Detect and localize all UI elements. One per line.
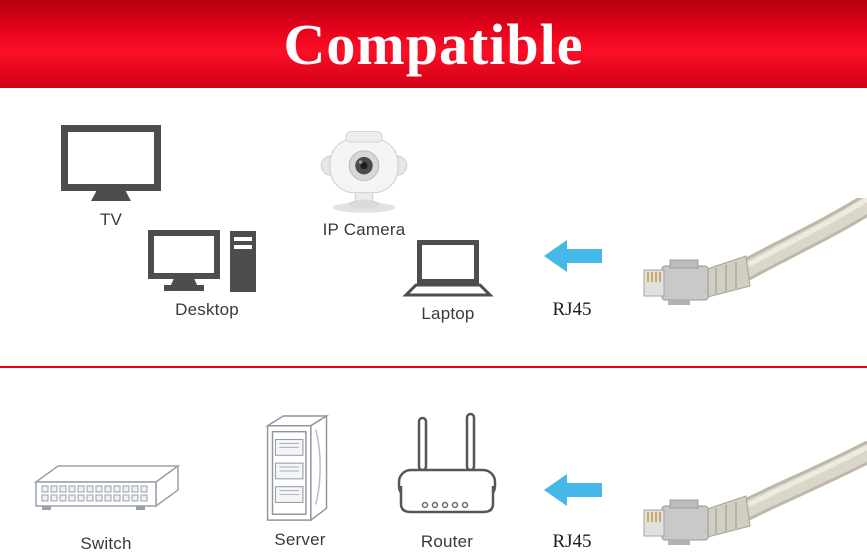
device-ip-camera: IP Camera	[300, 126, 428, 240]
left-arrow-icon	[544, 474, 602, 506]
desktop-icon	[148, 230, 256, 292]
rj45-connector	[643, 255, 751, 305]
left-arrow-shape	[544, 240, 602, 272]
device-label-tv: TV	[99, 210, 123, 229]
server-icon	[265, 414, 330, 522]
banner-title: Compatible	[283, 11, 584, 77]
device-label-ip-camera: IP Camera	[322, 220, 406, 239]
connector-label-top: RJ45	[552, 299, 592, 320]
device-label-laptop: Laptop	[421, 304, 475, 323]
connector-label-bottom: RJ45	[552, 531, 592, 552]
left-arrow-icon	[544, 240, 602, 272]
device-label-router: Router	[420, 532, 474, 551]
router-icon	[397, 412, 497, 514]
rj45-cable-image	[643, 198, 867, 305]
device-label-switch: Switch	[80, 534, 132, 553]
device-server: Server	[256, 414, 344, 550]
rj45-connector	[643, 495, 751, 545]
device-label-desktop: Desktop	[175, 300, 239, 319]
section-divider	[0, 366, 867, 368]
device-router: Router	[392, 412, 502, 552]
switch-icon	[33, 464, 181, 510]
banner: Compatible	[0, 0, 867, 88]
device-switch: Switch	[26, 460, 186, 554]
device-tv: TV	[58, 124, 164, 230]
rj45-cable-image	[643, 441, 867, 545]
ip-camera-icon	[320, 131, 408, 213]
laptop-icon	[402, 240, 494, 297]
device-label-server: Server	[274, 530, 326, 549]
device-desktop: Desktop	[144, 230, 270, 320]
device-laptop: Laptop	[400, 240, 496, 324]
left-arrow-shape	[544, 474, 602, 506]
tv-icon	[61, 125, 161, 201]
